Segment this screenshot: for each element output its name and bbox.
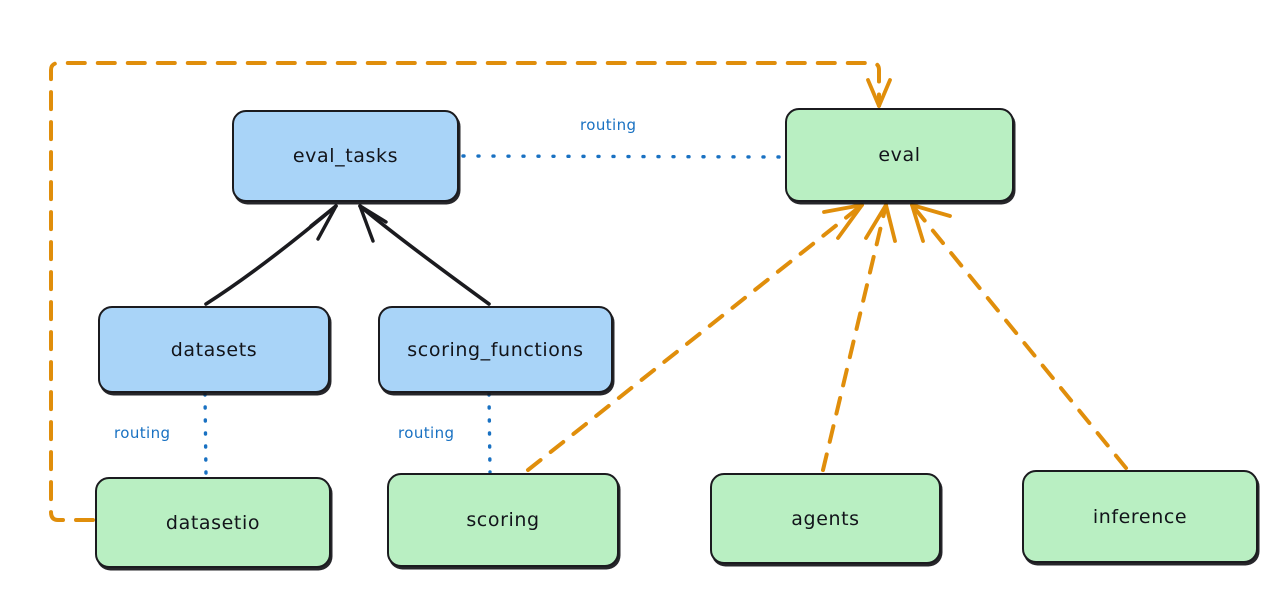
node-eval-tasks[interactable]: eval_tasks <box>232 110 459 202</box>
node-label: inference <box>1092 505 1188 528</box>
node-eval[interactable]: eval <box>785 108 1014 202</box>
node-scoring[interactable]: scoring <box>387 473 619 567</box>
node-datasets[interactable]: datasets <box>98 306 330 393</box>
edge-datasetio-to-eval <box>49 61 892 522</box>
node-inference[interactable]: inference <box>1022 470 1258 563</box>
edge-label-routing-datasets: routing <box>114 424 171 442</box>
edge-datasets-to-datasetio <box>203 392 208 478</box>
node-label: scoring <box>466 509 540 531</box>
node-scoring-functions[interactable]: scoring_functions <box>378 306 613 393</box>
edge-agents-to-eval <box>821 203 897 472</box>
node-label: agents <box>791 507 860 530</box>
edge-inference-to-eval <box>910 203 1128 470</box>
edge-label-routing-eval: routing <box>580 116 637 134</box>
node-label: eval_tasks <box>292 145 399 167</box>
node-datasetio[interactable]: datasetio <box>95 477 331 568</box>
node-label: eval <box>878 144 921 166</box>
edge-datasets-to-eval_tasks <box>204 204 338 306</box>
edge-label-routing-scoring: routing <box>398 424 455 442</box>
edge-scoring_functions-to-eval_tasks <box>358 204 491 306</box>
node-label: datasets <box>170 338 258 361</box>
node-label: datasetio <box>165 511 261 534</box>
edge-eval_tasks-to-eval <box>461 154 785 159</box>
node-agents[interactable]: agents <box>710 473 941 564</box>
node-label: scoring_functions <box>407 338 584 361</box>
edge-scoring_functions-to-scoring <box>487 392 492 474</box>
